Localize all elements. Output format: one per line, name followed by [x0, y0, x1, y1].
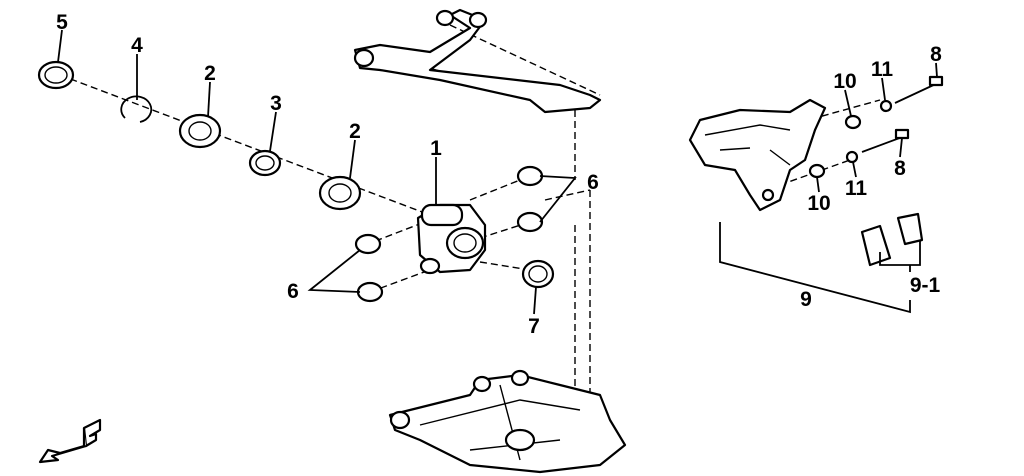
front-direction-icon	[38, 418, 102, 464]
bushings-6	[354, 165, 544, 303]
brake-pads	[860, 212, 924, 267]
callout-3: 3	[270, 92, 282, 115]
leader-lines	[57, 29, 938, 315]
callout-8: 8	[930, 43, 942, 66]
washers-10-11	[808, 99, 893, 179]
callout-8: 8	[894, 157, 906, 180]
bearing-2a	[178, 113, 222, 149]
callout-10: 10	[833, 70, 856, 93]
callout-5: 5	[56, 11, 68, 34]
callout-1: 1	[430, 137, 442, 160]
callout-9-1: 9-1	[910, 274, 941, 297]
callout-10: 10	[807, 192, 830, 215]
callout-6: 6	[587, 171, 599, 194]
callout-11: 11	[845, 177, 868, 200]
circlip-4	[120, 95, 153, 123]
callout-6: 6	[287, 280, 299, 303]
callout-7: 7	[528, 315, 540, 338]
seal-7	[521, 259, 555, 289]
callout-2: 2	[349, 120, 361, 143]
lower-a-arm	[388, 369, 627, 474]
callout-11: 11	[871, 58, 894, 81]
callout-2: 2	[204, 62, 216, 85]
seal-5	[37, 60, 75, 90]
knuckle	[416, 203, 487, 275]
callout-9: 9	[800, 288, 812, 311]
callout-labels: 5 4 2 3 2 1 6 6 7 10 11 8 10 11 8 9-1 9	[56, 11, 942, 338]
callout-4: 4	[131, 34, 143, 57]
brake-caliper	[688, 98, 827, 212]
bearing-2b	[318, 175, 362, 211]
upper-a-arm	[353, 8, 602, 114]
washer-3	[248, 149, 282, 177]
bolts-8	[861, 75, 944, 153]
